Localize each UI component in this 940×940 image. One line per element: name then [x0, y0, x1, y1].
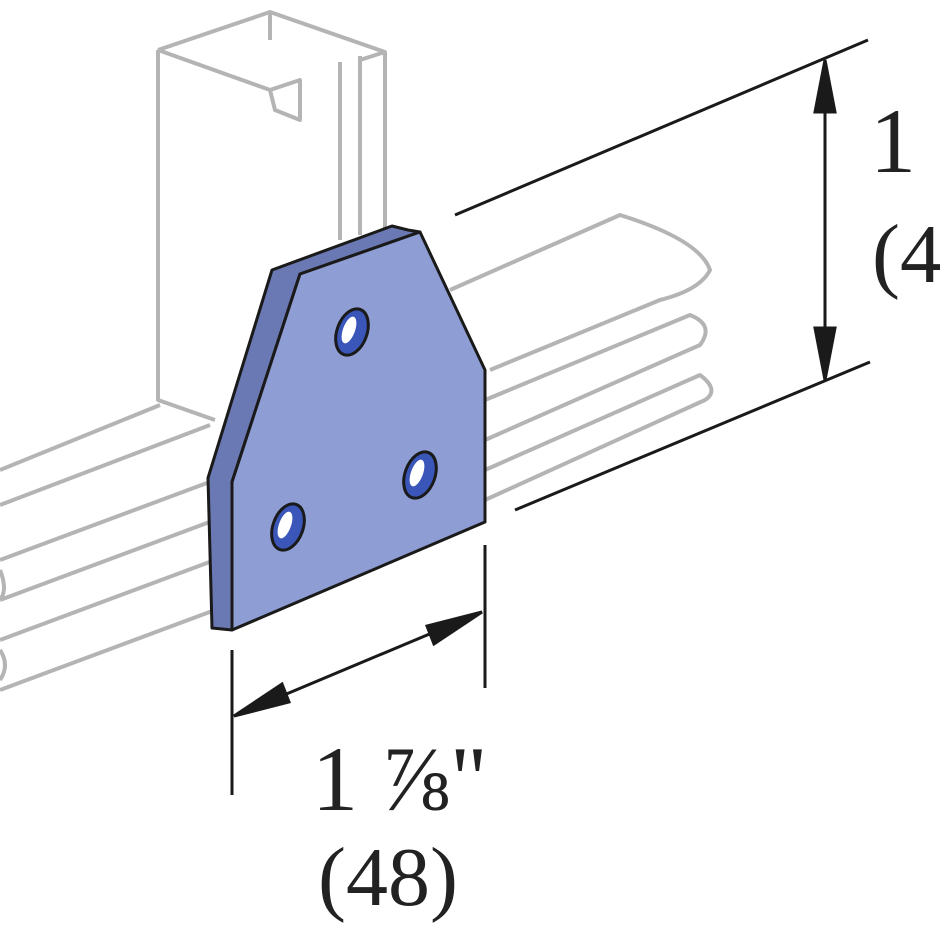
arrow-right-icon — [424, 610, 483, 647]
width-metric-label: (48) — [318, 831, 458, 924]
width-imperial-label: 1 ⅞" — [312, 728, 488, 830]
height-imperial-label: 1 ⅞" — [870, 90, 940, 192]
arrow-down-icon — [813, 326, 837, 381]
arrow-left-icon — [233, 681, 292, 718]
height-metric-label: (48) — [872, 208, 940, 301]
height-dimension-lines — [454, 38, 871, 512]
strut-channel-background — [0, 10, 714, 692]
hole-right — [402, 450, 438, 500]
arrow-up-icon — [813, 59, 837, 114]
three-hole-plate — [206, 224, 487, 632]
hole-top — [334, 307, 370, 357]
width-dimension-lines — [230, 545, 487, 795]
hole-left — [270, 502, 306, 552]
